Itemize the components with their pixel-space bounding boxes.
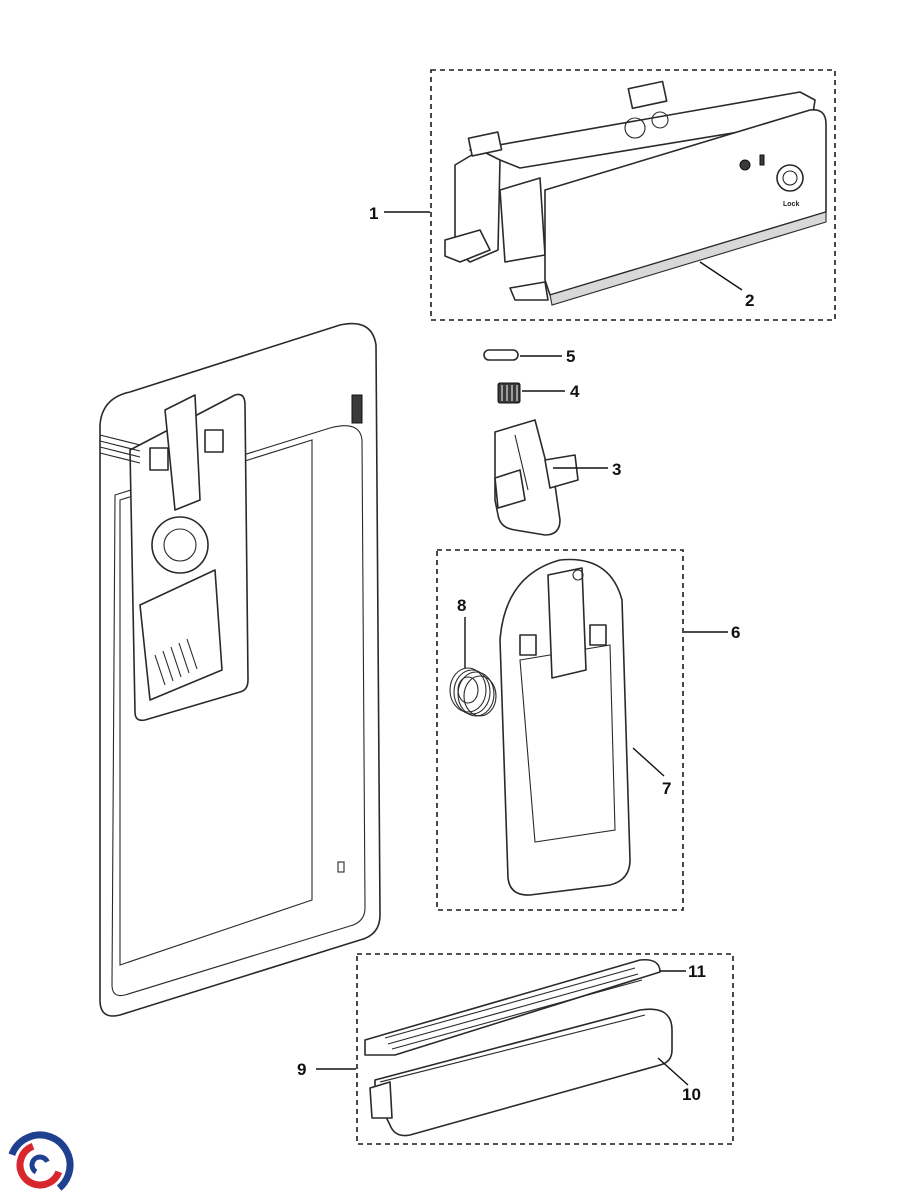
drip-tray-grille xyxy=(364,958,661,1056)
connector-pins xyxy=(154,638,198,686)
o-ring xyxy=(483,349,519,361)
callout-11: 11 xyxy=(688,962,706,981)
dispenser-lever xyxy=(499,558,631,896)
group-box-6 xyxy=(436,549,684,911)
drip-tray xyxy=(369,1008,673,1137)
group-box-9 xyxy=(356,953,734,1145)
door-panel xyxy=(99,322,381,1017)
callout-5: 5 xyxy=(566,347,575,366)
control-panel-assembly: Lock xyxy=(444,80,827,306)
brand-logo xyxy=(6,1131,74,1199)
panel-lock-label: Lock xyxy=(783,201,799,208)
callout-numbers: 1 2 3 4 5 6 7 8 9 10 11 xyxy=(297,204,754,1104)
callout-8: 8 xyxy=(457,596,466,615)
callout-6: 6 xyxy=(731,623,740,642)
small-gear xyxy=(497,382,521,404)
lever-shaft xyxy=(494,419,579,536)
leader-lines xyxy=(316,211,743,1086)
spring xyxy=(449,667,497,717)
callout-10: 10 xyxy=(682,1085,701,1104)
callout-3: 3 xyxy=(612,460,621,479)
callout-7: 7 xyxy=(662,779,671,798)
callout-4: 4 xyxy=(570,382,580,401)
callout-2: 2 xyxy=(745,291,754,310)
callout-1: 1 xyxy=(369,204,378,223)
callout-9: 9 xyxy=(297,1060,306,1079)
wire-harness xyxy=(99,434,141,464)
group-box-1 xyxy=(430,69,836,321)
